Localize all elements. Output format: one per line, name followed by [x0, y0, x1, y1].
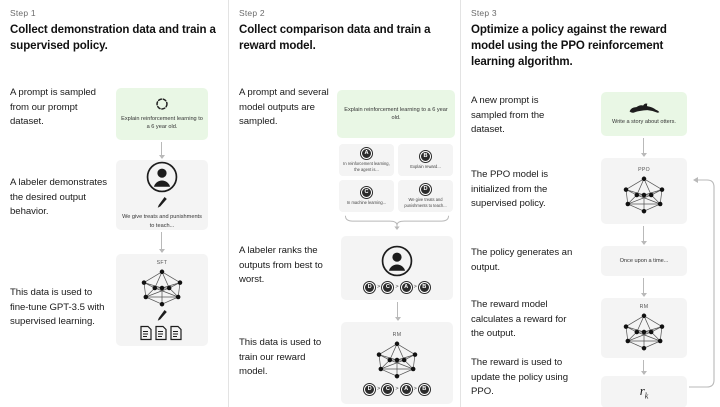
rank-badge-4: B — [417, 382, 431, 396]
step-2-label: Step 2 — [239, 8, 265, 18]
step-1-labeler-card: We give treats and punishments to teach.… — [116, 160, 208, 230]
step-1-caption-2: A labeler demonstrates the desired outpu… — [10, 177, 108, 218]
step-3-caption-3: The policy generates an output. — [471, 247, 573, 273]
rank-badge-1: D — [363, 280, 377, 294]
output-text: Explain reward... — [410, 163, 441, 169]
step-2-ranking-card: D > C > A > B — [341, 236, 453, 300]
rank-separator: > — [395, 284, 399, 290]
step-3-caption-5: The reward is used to update the policy … — [471, 357, 568, 398]
rank-badge-2: C — [381, 382, 395, 396]
documents-icon — [139, 325, 185, 341]
converge-brace-icon — [337, 214, 457, 230]
ranking-row: D > C > A > B — [363, 280, 431, 294]
step-2-caption-2: A labeler ranks the outputs from best to… — [239, 245, 323, 286]
arrow-down — [158, 232, 165, 253]
rank-separator: > — [413, 284, 417, 290]
step-2-caption-1: A prompt and several model outputs are s… — [239, 87, 329, 128]
rank-badge-4: B — [417, 280, 431, 294]
output-option-c: C In machine learning... — [339, 180, 394, 212]
step-3-caption-2: The PPO model is initialized from the su… — [471, 169, 549, 210]
step-3-prompt-text: Write a story about otters. — [612, 119, 676, 126]
step-2-rm-tag: RM — [392, 331, 402, 338]
step-1-caption-1: A prompt is sampled from our prompt data… — [10, 87, 96, 128]
pen-icon — [156, 309, 168, 323]
step-1-caption-3: This data is used to fine-tune GPT-3.5 w… — [10, 287, 105, 328]
badge-letter: C — [360, 185, 373, 199]
step-3-output-card: Once upon a time... — [601, 246, 687, 276]
step-1-title: Collect demonstration data and train a s… — [10, 24, 216, 52]
neural-network-icon — [370, 340, 424, 380]
step-3-caption-4: The reward model calculates a reward for… — [471, 299, 567, 340]
step-1-prompt-card: Explain reinforcement learning to a 6 ye… — [116, 88, 208, 140]
step-2-outputs-grid: A In reinforcement learning, the agent i… — [339, 144, 453, 212]
rank-badge-1: D — [363, 382, 377, 396]
arrow-down — [640, 278, 647, 297]
step-3-rm-tag: RM — [639, 304, 649, 310]
arrow-down — [640, 226, 647, 245]
output-text: In reinforcement learning, the agent is.… — [343, 160, 390, 172]
loop-icon — [155, 97, 169, 111]
badge-letter: D — [419, 182, 432, 196]
output-option-d: D We give treats and punishments to teac… — [398, 180, 453, 212]
step-3-output-text: Once upon a time... — [619, 257, 669, 264]
arrow-down — [640, 360, 647, 375]
step-1-labeler-text: We give treats and punishments to teach.… — [122, 214, 202, 229]
step-1-sft-tag: SFT — [156, 259, 168, 266]
step-3-title: Optimize a policy against the reward mod… — [471, 24, 667, 68]
rank-separator: > — [377, 284, 381, 290]
step-1-column: Step 1 Collect demonstration data and tr… — [0, 0, 228, 407]
step-2-reward-model-card: RM — [341, 322, 453, 404]
output-text: We give treats and punishments to teach.… — [404, 196, 447, 208]
output-option-a: A In reinforcement learning, the agent i… — [339, 144, 394, 176]
arrow-down — [640, 138, 647, 157]
step-1-label: Step 1 — [10, 8, 36, 18]
step-2-column: Step 2 Collect comparison data and train… — [228, 0, 460, 407]
step-3-prompt-card: Write a story about otters. — [601, 92, 687, 136]
neural-network-icon — [617, 175, 671, 215]
person-icon — [145, 160, 179, 194]
step-3-label: Step 3 — [471, 8, 497, 18]
step-3-caption-1: A new prompt is sampled from the dataset… — [471, 95, 545, 136]
output-text: In machine learning... — [346, 199, 387, 205]
person-icon — [380, 244, 414, 278]
step-2-prompt-card: Explain reinforcement learning to a 6 ye… — [337, 90, 455, 138]
rank-separator: > — [395, 386, 399, 392]
output-option-b: B Explain reward... — [398, 144, 453, 176]
step-2-caption-3: This data is used to train our reward mo… — [239, 337, 322, 378]
step-2-title: Collect comparison data and train a rewa… — [239, 24, 431, 52]
step-3-ppo-tag: PPO — [638, 167, 650, 173]
otter-icon — [627, 101, 661, 115]
rank-separator: > — [413, 386, 417, 392]
step-1-sft-card: SFT — [116, 254, 208, 346]
step-3-rm-card: RM — [601, 298, 687, 358]
badge-letter: A — [360, 146, 373, 160]
pen-icon — [156, 196, 168, 210]
step-1-prompt-text: Explain reinforcement learning to a 6 ye… — [121, 115, 203, 130]
reward-symbol: rk — [639, 383, 649, 401]
arrow-down — [158, 142, 165, 159]
ranking-row: D > C > A > B — [363, 382, 431, 396]
feedback-loop-arrow — [685, 168, 717, 394]
badge-letter: B — [419, 149, 432, 163]
step-3-column: Step 3 Optimize a policy against the rew… — [460, 0, 720, 407]
rank-separator: > — [377, 386, 381, 392]
rank-badge-3: A — [399, 382, 413, 396]
neural-network-icon — [135, 268, 189, 308]
neural-network-icon — [617, 312, 671, 352]
rank-badge-2: C — [381, 280, 395, 294]
rank-badge-3: A — [399, 280, 413, 294]
step-3-ppo-card: PPO — [601, 158, 687, 224]
step-2-prompt-text: Explain reinforcement learning to a 6 ye… — [344, 106, 448, 121]
step-3-reward-card: rk — [601, 376, 687, 407]
arrow-down — [394, 302, 401, 321]
